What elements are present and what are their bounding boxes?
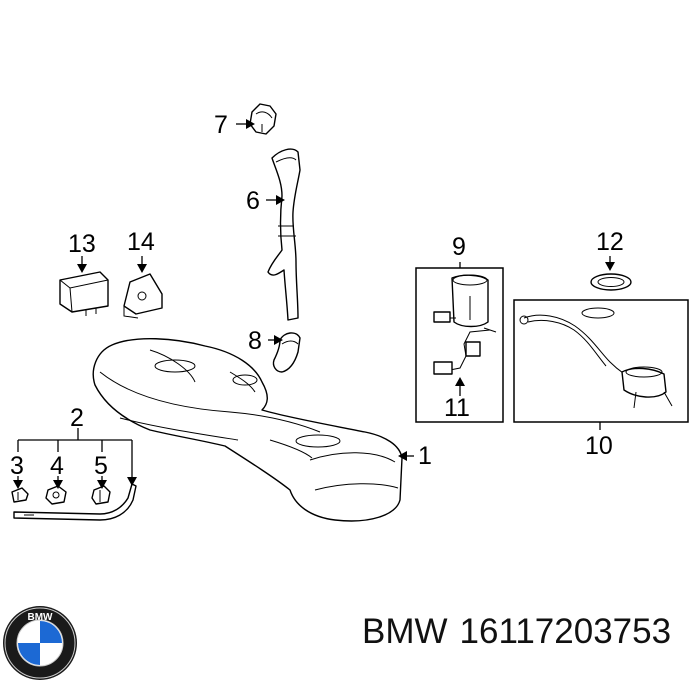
callout-8: 8: [248, 327, 262, 355]
nut-4: [45, 485, 67, 505]
callout-7: 7: [214, 111, 228, 139]
seal-ring: [590, 273, 632, 291]
fuel-tank: [92, 338, 403, 522]
part-number: 16117203753: [459, 612, 672, 651]
bmw-logo-text: BMW: [28, 612, 54, 623]
callout-3: 3: [10, 452, 24, 480]
bracket: [123, 273, 163, 319]
brand-name: BMW: [362, 612, 448, 651]
fuel-pump: [433, 274, 489, 328]
callout-4: 4: [50, 452, 64, 480]
control-module: [59, 271, 109, 316]
callout-12: 12: [596, 228, 624, 256]
hose: [272, 332, 301, 373]
callout-11: 11: [444, 394, 470, 422]
callout-5: 5: [94, 452, 108, 480]
sending-unit: [519, 307, 673, 409]
callout-14: 14: [127, 228, 155, 256]
leader-lines: [13, 119, 615, 489]
callout-1: 1: [418, 442, 432, 470]
bolt-3: [11, 487, 29, 503]
callout-6: 6: [246, 187, 260, 215]
callout-2: 2: [70, 404, 84, 432]
callout-labels: 1 2 3 4 5 6 7 8 9 10 11 12 13 14: [10, 111, 624, 480]
part-caption: BMW 16117203753: [362, 612, 683, 652]
callout-9: 9: [452, 233, 466, 261]
callout-10: 10: [585, 432, 613, 460]
vent-valve-cap: [249, 103, 277, 135]
bolt-5: [91, 485, 111, 505]
filler-neck: [267, 148, 301, 321]
bmw-logo-icon: BMW: [3, 606, 77, 680]
fuel-level-sensor: [433, 327, 497, 375]
sending-unit-group-box: [513, 299, 689, 423]
tank-strap: [13, 483, 137, 521]
callout-13: 13: [68, 230, 96, 258]
